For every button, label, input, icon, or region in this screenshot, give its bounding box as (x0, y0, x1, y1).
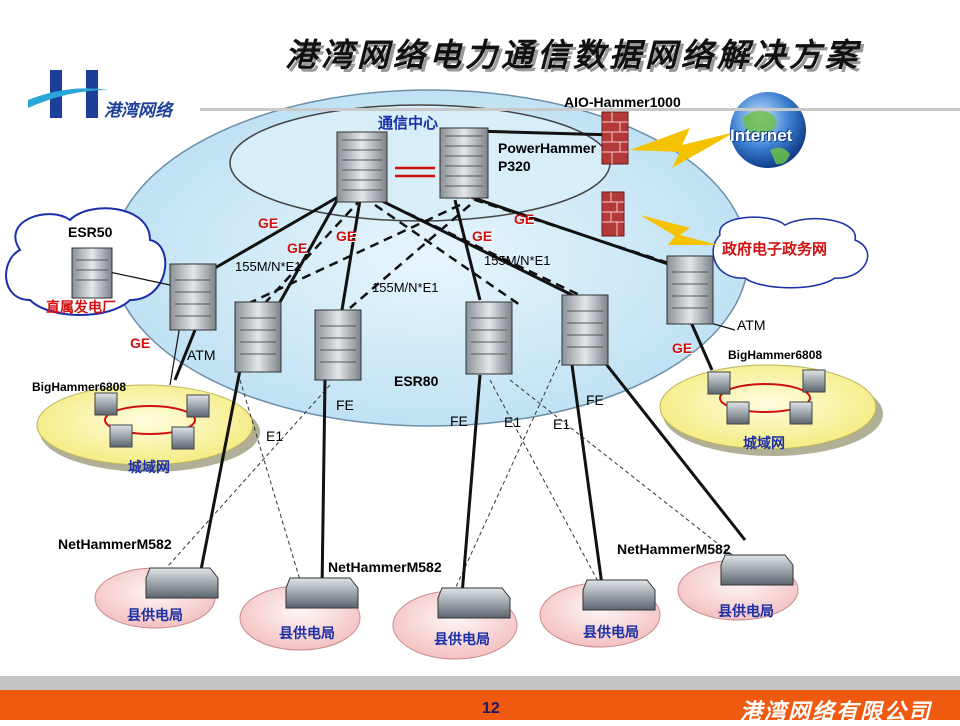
lightning-egov-icon (640, 215, 718, 245)
nethammer-label-3: NetHammerM582 (617, 541, 731, 557)
page-number: 12 (482, 700, 500, 717)
firewall-icon (601, 111, 629, 237)
link-label-ge: GE (130, 335, 151, 351)
core-router-2 (439, 127, 489, 199)
metro-left-area-fill (36, 384, 254, 466)
edge-router-slots (76, 259, 708, 363)
esr80-label: ESR80 (394, 373, 439, 389)
lightning-internet-icon (630, 128, 735, 168)
link-label-ge: GE (514, 211, 535, 227)
metro-right-label: 城域网 (743, 435, 785, 451)
county-label-4: 县供电局 (583, 624, 639, 640)
link-label-fe: FE (450, 413, 468, 429)
internet-globe-icon (730, 92, 806, 168)
slide-title: 港湾网络电力通信数据网络解决方案 (285, 36, 862, 74)
logo-text: 港湾网络 (104, 101, 172, 120)
link-label-atm: ATM (187, 347, 216, 363)
county-label-1: 县供电局 (127, 607, 183, 623)
egov-cloud (712, 216, 869, 289)
link-label-sdh: 155M/N*E1 (484, 253, 551, 268)
link-label-sdh: 155M/N*E1 (372, 280, 439, 295)
link-label-ge: GE (258, 215, 279, 231)
link-label-atm: ATM (737, 317, 766, 333)
bighammer-right-label: BigHammer6808 (728, 348, 823, 362)
core-device-label: PowerHammer (498, 140, 597, 156)
link-label-fe: FE (336, 397, 354, 413)
edge-routers (71, 247, 714, 381)
link-label-fe: FE (586, 392, 604, 408)
nethammer-label-1: NetHammerM582 (58, 536, 172, 552)
link-label-e1: E1 (504, 414, 522, 430)
footer-divider (0, 676, 960, 690)
company-logo-icon (28, 70, 108, 118)
thin-dashed-links (159, 359, 746, 601)
core-device-model-label: P320 (498, 158, 531, 174)
company-name: 港湾网络有限公司 (740, 699, 933, 724)
metro-right-ring (719, 383, 811, 413)
link-label-ge: GE (472, 228, 493, 244)
core-router-1 (336, 131, 388, 203)
metro-left-ring (104, 405, 196, 435)
link-label-ge: GE (672, 340, 693, 356)
county-label-3: 县供电局 (434, 631, 490, 647)
county-label-5: 县供电局 (718, 603, 774, 619)
link-label-ge: GE (336, 228, 357, 244)
metro-left-label: 城域网 (128, 459, 170, 475)
header-divider (200, 108, 960, 111)
esr50-label: ESR50 (68, 224, 113, 240)
link-label-e1: E1 (266, 428, 284, 444)
link-label-e1: E1 (553, 416, 571, 432)
link-label-ge: GE (287, 240, 308, 256)
nethammer-label-2: NetHammerM582 (328, 559, 442, 575)
firewall-label: AIO-Hammer1000 (564, 94, 681, 110)
power-plant-label: 直属发电厂 (46, 299, 116, 315)
county-label-2: 县供电局 (279, 625, 335, 641)
core-center-label: 通信中心 (378, 115, 439, 132)
bighammer-left-label: BigHammer6808 (32, 380, 127, 394)
nethammer-devices (145, 554, 794, 619)
egov-label: 政府电子政务网 (722, 241, 828, 258)
internet-label: Internet (730, 126, 793, 145)
link-label-sdh: 155M/N*E1 (235, 259, 302, 274)
metro-switches (94, 369, 826, 450)
footer-bar (0, 690, 960, 720)
